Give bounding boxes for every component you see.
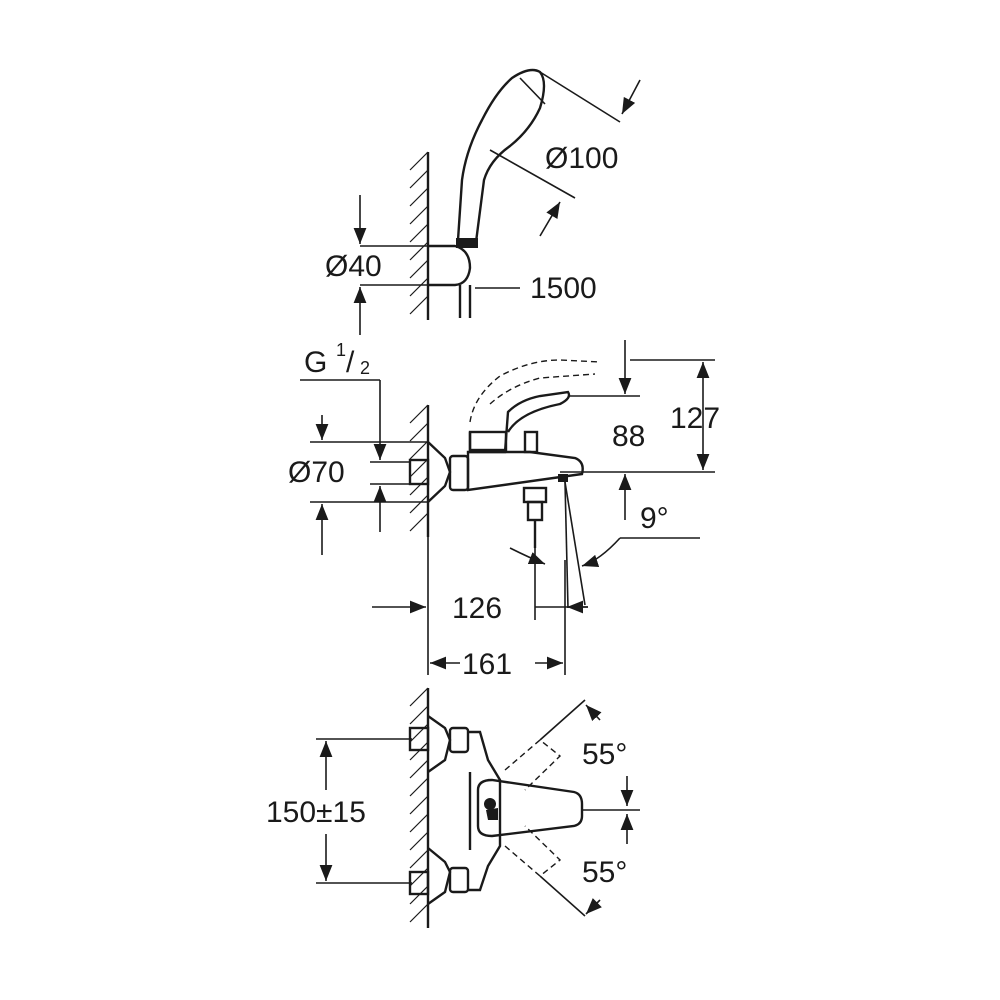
mixer-lever-top: [476, 778, 584, 838]
wall-hatch-middle: [409, 404, 429, 532]
holder-diameter-label: Ø40: [325, 250, 382, 283]
mixer-body: [466, 450, 584, 492]
spout-angle-label: 9°: [640, 502, 669, 535]
rosette-diameter-label: Ø70: [288, 456, 345, 489]
hose-length-label: 1500: [530, 272, 597, 305]
mixer-lever: [468, 390, 571, 454]
lever-angle-top-label: 55°: [582, 738, 627, 771]
projection-spout-label: 126: [452, 592, 502, 625]
thread-denominator: 2: [360, 358, 370, 378]
height-spout-label: 88: [612, 420, 645, 453]
wall-hatch-top: [409, 151, 429, 315]
thread-label: G: [304, 346, 327, 379]
mixer-body-top: [468, 730, 502, 892]
centres-label: 150±15: [266, 796, 366, 829]
hand-shower-diameter-label: Ø100: [545, 142, 618, 175]
height-total-label: 127: [670, 402, 720, 435]
mixer-top-view: 55° 55° 150±15: [266, 687, 640, 928]
mixer-side-view: 127 88 9° Ø70 G 1 / 2 126: [288, 340, 720, 681]
thread-slash: /: [346, 346, 355, 379]
lever-angle-bottom-label: 55°: [582, 856, 627, 889]
wall-hatch-bottom: [409, 687, 429, 923]
hand-shower-view: Ø100 Ø40 1500: [325, 68, 641, 335]
projection-total-label: 161: [462, 648, 512, 681]
thread-numerator: 1: [336, 340, 346, 360]
wall-holder: [428, 244, 472, 287]
